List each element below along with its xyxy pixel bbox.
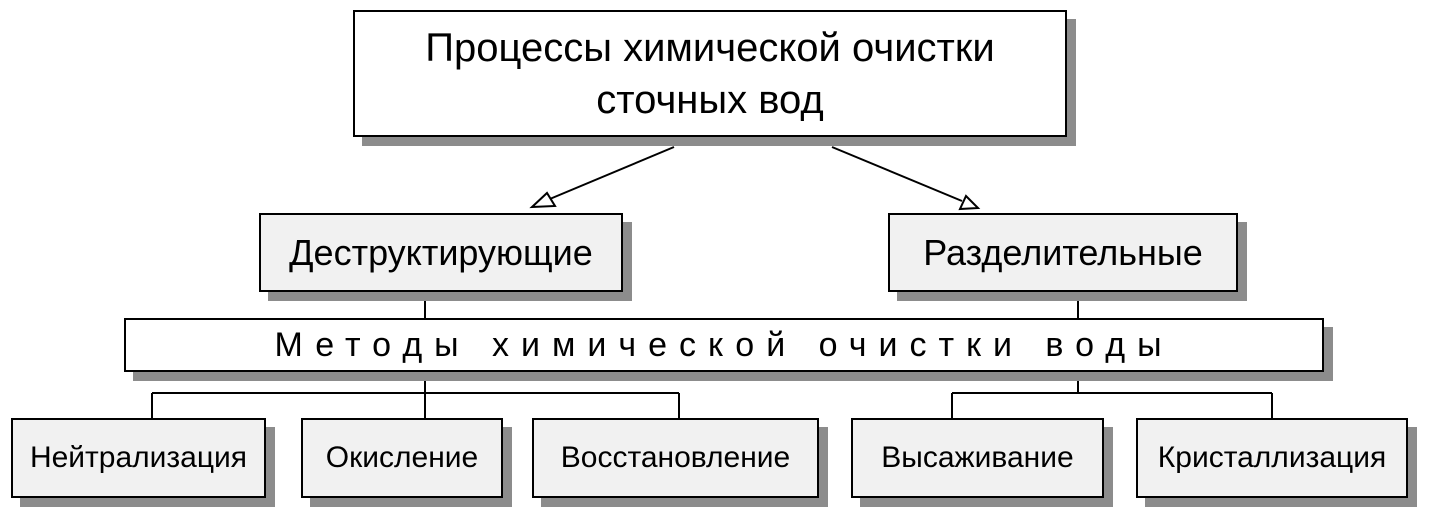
method-label: Нейтрализация xyxy=(29,441,248,474)
method-label: Восстановление xyxy=(560,441,791,474)
method-box-crystallization: Кристаллизация xyxy=(1136,418,1408,498)
arrowhead-destructive xyxy=(529,191,557,209)
method-label: Окисление xyxy=(325,441,479,474)
method-box-neutralization: Нейтрализация xyxy=(11,418,266,498)
method-box-oxidation: Окисление xyxy=(301,418,503,498)
method-box-reduction: Восстановление xyxy=(532,418,819,498)
arrow-to-separation xyxy=(831,146,963,202)
category-destructive-box: Деструктирующие xyxy=(259,213,623,292)
root-process-title: Процессы химической очистки сточных вод xyxy=(425,25,995,122)
methods-bar: Методы химической очистки воды xyxy=(124,318,1324,372)
method-label: Высаживание xyxy=(881,441,1074,474)
category-separation-label: Разделительные xyxy=(923,231,1203,273)
category-separation-box: Разделительные xyxy=(888,213,1238,292)
arrow-to-destructive xyxy=(544,146,675,202)
root-process-box: Процессы химической очистки сточных вод xyxy=(353,10,1067,137)
methods-bar-label: Методы химической очистки воды xyxy=(274,325,1174,364)
method-box-precipitation: Высаживание xyxy=(851,418,1104,498)
method-label: Кристаллизация xyxy=(1157,441,1387,474)
arrowhead-separation xyxy=(958,194,981,211)
category-destructive-label: Деструктирующие xyxy=(289,231,593,273)
